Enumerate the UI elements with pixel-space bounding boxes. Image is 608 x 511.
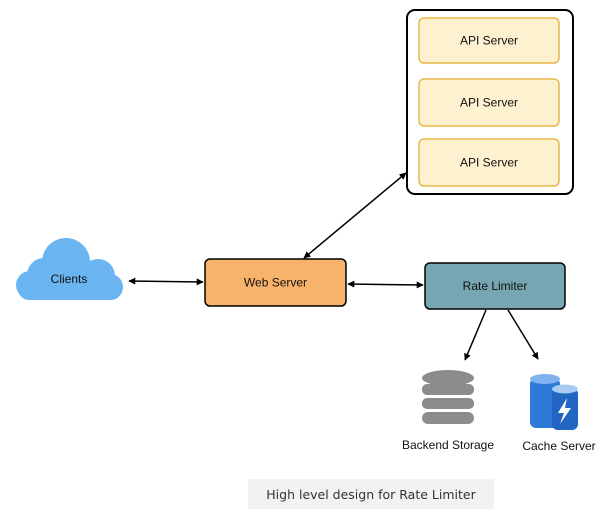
api-server-3[interactable]: API Server (418, 138, 560, 187)
api-server-label: API Server (460, 96, 518, 110)
api-server-label: API Server (460, 34, 518, 48)
diagram-caption: High level design for Rate Limiter (248, 479, 494, 509)
api-server-cluster: API Server API Server API Server (406, 9, 574, 195)
rate-limiter-box (424, 262, 566, 310)
web-server-label: Web Server (244, 276, 307, 290)
backend-storage-label: Backend Storage (402, 438, 494, 452)
web-server-rate-limiter-arrow (347, 280, 424, 289)
clients-web-server-arrow (128, 277, 204, 286)
api-server-label: API Server (460, 156, 518, 170)
api-server-box (418, 78, 560, 127)
rate-limiter-node[interactable]: Rate Limiter (424, 262, 566, 310)
api-server-box (418, 17, 560, 64)
api-server-2[interactable]: API Server (418, 78, 560, 127)
cache-server-node[interactable]: Cache Server (522, 374, 596, 453)
api-server-box (418, 138, 560, 187)
database-icon (422, 370, 474, 424)
rate-limiter-cache-arrow (507, 309, 539, 360)
api-server-1[interactable]: API Server (418, 17, 560, 64)
rate-limiter-label: Rate Limiter (463, 279, 528, 293)
clients-label: Clients (51, 272, 88, 286)
web-server-box (204, 258, 347, 307)
cache-icon (530, 374, 578, 430)
cloud-icon (16, 238, 123, 300)
cache-server-label: Cache Server (522, 439, 595, 453)
clients-node[interactable]: Clients (16, 238, 123, 300)
web-server-node[interactable]: Web Server (204, 258, 347, 307)
web-server-api-cluster-arrow (303, 172, 407, 259)
backend-storage-node[interactable]: Backend Storage (402, 370, 494, 452)
rate-limiter-storage-arrow (464, 309, 487, 361)
